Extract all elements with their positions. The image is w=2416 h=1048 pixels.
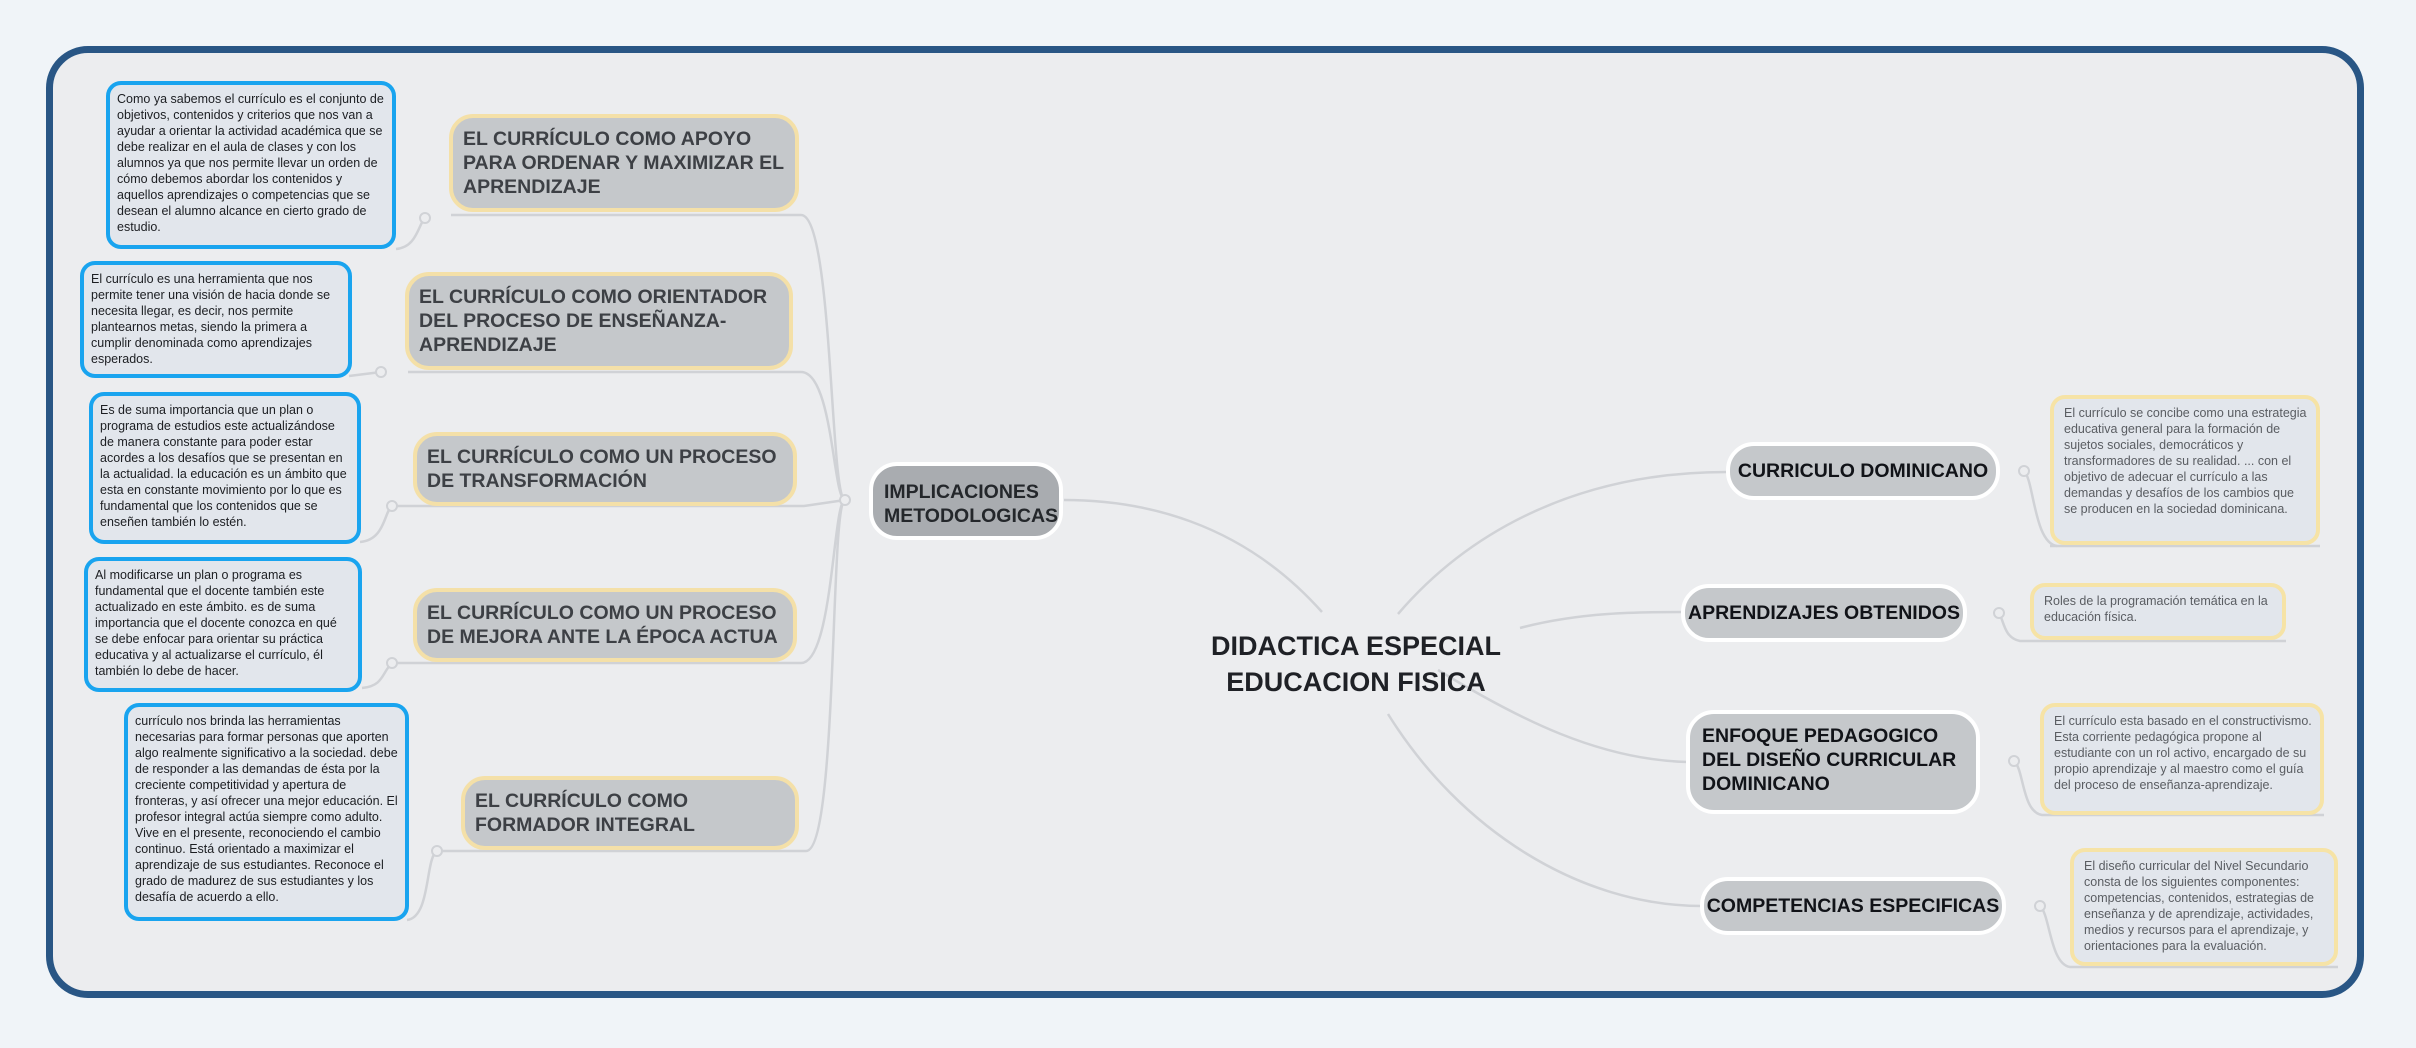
left-topic-3-label: EL CURRÍCULO COMO UN PROCESO DE TRANSFOR… xyxy=(427,446,777,492)
right-topic-3-label: ENFOQUE PEDAGOGICO DEL DISEÑO CURRICULAR… xyxy=(1702,725,1957,795)
left-topic-4[interactable]: EL CURRÍCULO COMO UN PROCESO DE MEJORA A… xyxy=(413,588,797,662)
left-topic-3[interactable]: EL CURRÍCULO COMO UN PROCESO DE TRANSFOR… xyxy=(413,432,797,506)
right-topic-1[interactable]: CURRICULO DOMINICANO xyxy=(1726,442,2000,500)
right-note-2[interactable]: Roles de la programación temática en la … xyxy=(2030,583,2286,640)
hub-topic[interactable]: IMPLICACIONES METODOLOGICAS xyxy=(869,462,1063,540)
left-note-3-text: Es de suma importancia que un plan o pro… xyxy=(100,403,347,529)
left-note-1[interactable]: Como ya sabemos el currículo es el conju… xyxy=(106,81,396,249)
right-topic-4-label: COMPETENCIAS ESPECIFICAS xyxy=(1706,895,2000,917)
central-topic-line1: DIDACTICA ESPECIAL xyxy=(1210,631,1501,661)
left-note-2[interactable]: El currículo es una herramienta que nos … xyxy=(80,261,352,378)
central-topic[interactable]: DIDACTICA ESPECIAL EDUCACION FISICA xyxy=(1196,628,1516,700)
hub-topic-line2: METODOLOGICAS xyxy=(884,505,1059,527)
left-topic-1-label: EL CURRÍCULO COMO APOYO PARA ORDENAR Y M… xyxy=(463,128,784,198)
left-topic-2-label: EL CURRÍCULO COMO ORIENTADOR DEL PROCESO… xyxy=(419,286,768,356)
right-note-2-text: Roles de la programación temática en la … xyxy=(2044,594,2268,624)
right-topic-1-label: CURRICULO DOMINICANO xyxy=(1737,460,1989,482)
left-note-5-text: currículo nos brinda las herramientas ne… xyxy=(135,714,398,904)
right-note-1-text: El currículo se concibe como una estrate… xyxy=(2064,406,2307,516)
left-topic-4-label: EL CURRÍCULO COMO UN PROCESO DE MEJORA A… xyxy=(427,602,778,648)
hub-topic-line1: IMPLICACIONES xyxy=(884,481,1039,503)
left-note-3[interactable]: Es de suma importancia que un plan o pro… xyxy=(89,392,361,544)
left-topic-1[interactable]: EL CURRÍCULO COMO APOYO PARA ORDENAR Y M… xyxy=(449,114,799,212)
right-topic-3[interactable]: ENFOQUE PEDAGOGICO DEL DISEÑO CURRICULAR… xyxy=(1686,710,1980,814)
right-note-4-text: El diseño curricular del Nivel Secundari… xyxy=(2084,859,2314,953)
left-topic-5-label: EL CURRÍCULO COMO FORMADOR INTEGRAL xyxy=(475,790,695,836)
right-topic-2-label: APRENDIZAJES OBTENIDOS xyxy=(1688,602,1960,624)
right-note-4[interactable]: El diseño curricular del Nivel Secundari… xyxy=(2070,848,2338,966)
right-topic-2[interactable]: APRENDIZAJES OBTENIDOS xyxy=(1681,584,1967,642)
central-topic-line2: EDUCACION FISICA xyxy=(1226,667,1486,697)
left-note-2-text: El currículo es una herramienta que nos … xyxy=(91,272,331,366)
right-note-3[interactable]: El currículo esta basado en el construct… xyxy=(2040,703,2324,815)
left-note-4[interactable]: Al modificarse un plan o programa es fun… xyxy=(84,557,362,692)
right-note-1[interactable]: El currículo se concibe como una estrate… xyxy=(2050,395,2320,545)
left-note-4-text: Al modificarse un plan o programa es fun… xyxy=(95,568,337,678)
right-topic-4[interactable]: COMPETENCIAS ESPECIFICAS xyxy=(1700,877,2006,935)
left-note-5[interactable]: currículo nos brinda las herramientas ne… xyxy=(124,703,409,921)
left-topic-5[interactable]: EL CURRÍCULO COMO FORMADOR INTEGRAL xyxy=(461,776,799,850)
right-note-3-text: El currículo esta basado en el construct… xyxy=(2054,714,2312,792)
left-topic-2[interactable]: EL CURRÍCULO COMO ORIENTADOR DEL PROCESO… xyxy=(405,272,793,370)
left-note-1-text: Como ya sabemos el currículo es el conju… xyxy=(117,92,384,234)
